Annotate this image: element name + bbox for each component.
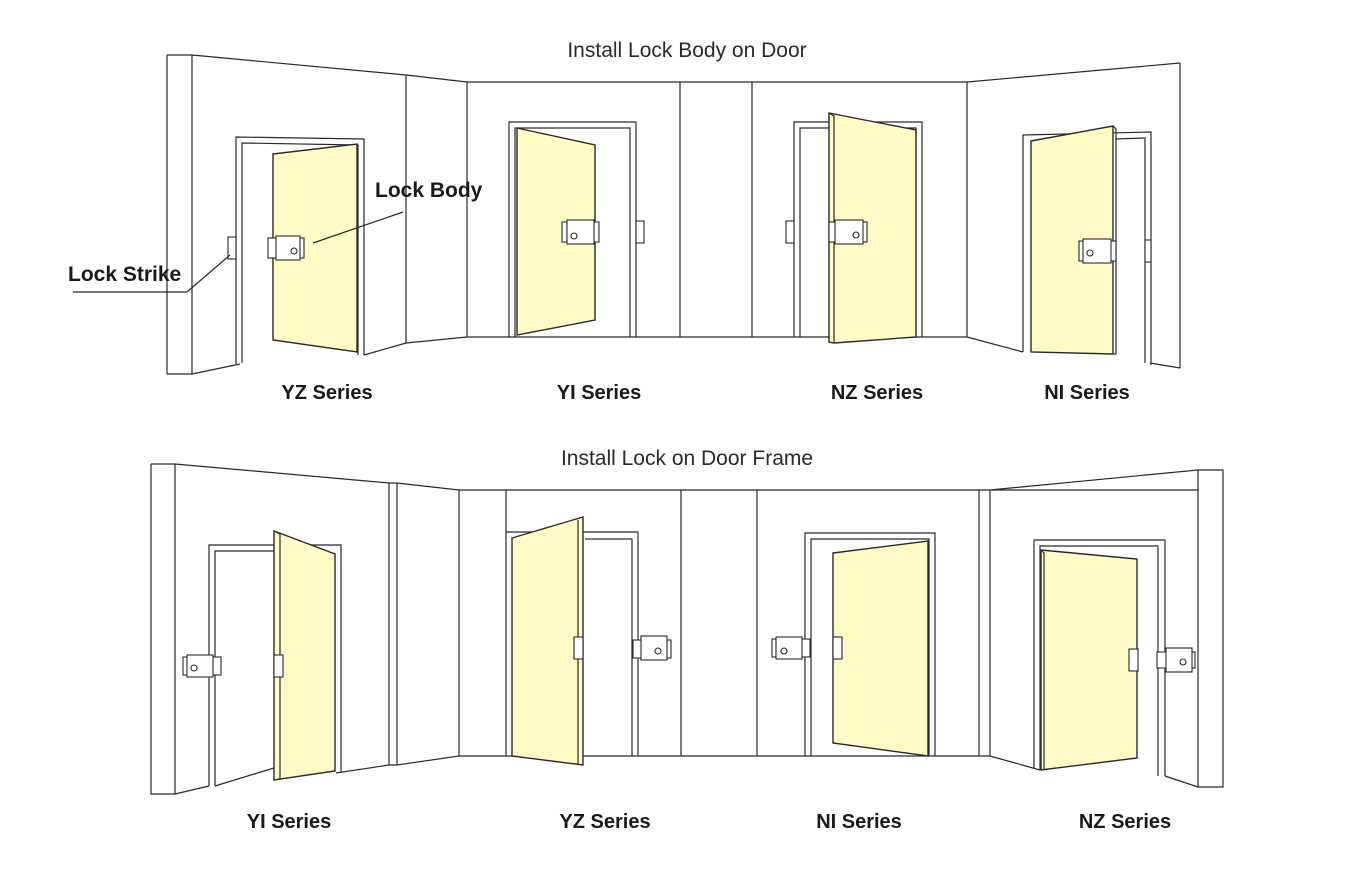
door-nz-series xyxy=(785,112,923,344)
frame-door-yi-series xyxy=(182,529,342,787)
caption-frame-yz-series: YZ Series xyxy=(559,811,650,833)
lock-strike xyxy=(635,220,645,244)
caption-frame-nz-series: NZ Series xyxy=(1079,811,1171,833)
lock-strike xyxy=(1128,648,1139,672)
callout-lock-strike: Lock Strike xyxy=(68,254,231,293)
door-leaf xyxy=(1040,549,1138,771)
caption-door-yz-series: YZ Series xyxy=(281,382,372,404)
room-panorama-frame xyxy=(150,463,1224,795)
caption-door-yi-series: YI Series xyxy=(557,382,642,404)
caption-door-nz-series: NZ Series xyxy=(831,382,923,404)
lock-strike xyxy=(273,654,284,678)
door-leaf xyxy=(511,516,584,766)
lock-strike xyxy=(1144,239,1152,263)
caption-frame-yi-series: YI Series xyxy=(247,811,332,833)
frame-door-yz-series xyxy=(506,516,672,766)
section-title-frame: Install Lock on Door Frame xyxy=(561,447,813,470)
caption-frame-ni-series: NI Series xyxy=(816,811,902,833)
callout-lock-body: Lock Body xyxy=(312,179,483,244)
lock-strike xyxy=(832,636,843,660)
frame-door-ni-series xyxy=(771,532,936,757)
room-panorama-door xyxy=(166,54,1181,375)
door-yz-series xyxy=(227,136,365,364)
lock-strike xyxy=(785,220,795,244)
door-ni-series xyxy=(1022,125,1152,365)
door-leaf xyxy=(273,529,336,781)
callout-lock-body-label: Lock Body xyxy=(375,179,483,202)
door-leaf xyxy=(272,143,358,353)
frame-door-nz-series xyxy=(1033,539,1196,776)
lock-strike xyxy=(573,636,584,660)
callout-lock-strike-label: Lock Strike xyxy=(68,263,181,286)
section-title-door: Install Lock Body on Door xyxy=(567,39,806,62)
door-leaf xyxy=(516,127,596,336)
door-leaf xyxy=(832,540,929,757)
lock-strike xyxy=(227,236,237,260)
caption-door-ni-series: NI Series xyxy=(1044,382,1130,404)
door-leaf xyxy=(828,112,917,344)
door-yi-series xyxy=(508,121,645,337)
